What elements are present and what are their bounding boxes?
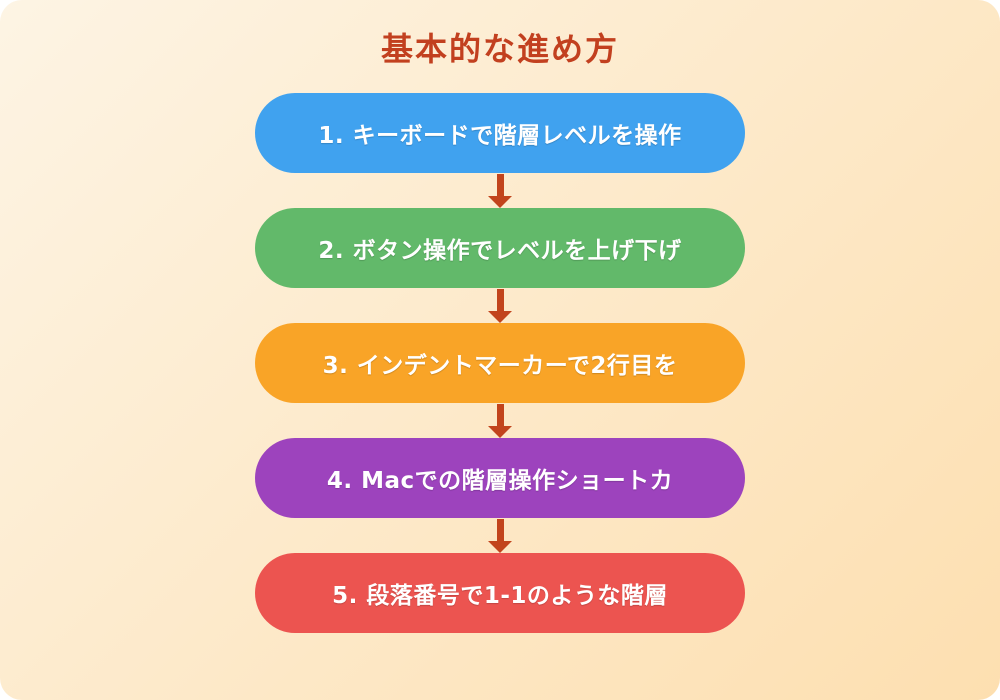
- arrow-1: [488, 173, 512, 209]
- diagram-title: 基本的な進め方: [380, 30, 619, 68]
- step-4-pill: 4. Macでの階層操作ショートカ: [255, 438, 745, 519]
- arrow-2-down-icon: [488, 311, 512, 324]
- flow-column: 1. キーボードで階層レベルを操作 2. ボタン操作でレベルを上げ下げ 3. イ…: [255, 93, 745, 634]
- arrow-4-line: [496, 519, 504, 542]
- arrow-3: [488, 403, 512, 439]
- step-2-pill: 2. ボタン操作でレベルを上げ下げ: [255, 208, 745, 289]
- step-3-pill: 3. インデントマーカーで2行目を: [255, 323, 745, 404]
- arrow-3-line: [496, 404, 504, 427]
- arrow-1-down-icon: [488, 196, 512, 209]
- arrow-4: [488, 518, 512, 554]
- step-5-pill: 5. 段落番号で1-1のような階層: [255, 553, 745, 634]
- arrow-1-line: [496, 174, 504, 197]
- step-1-pill: 1. キーボードで階層レベルを操作: [255, 93, 745, 174]
- arrow-2-line: [496, 289, 504, 312]
- arrow-4-down-icon: [488, 541, 512, 554]
- arrow-3-down-icon: [488, 426, 512, 439]
- arrow-2: [488, 288, 512, 324]
